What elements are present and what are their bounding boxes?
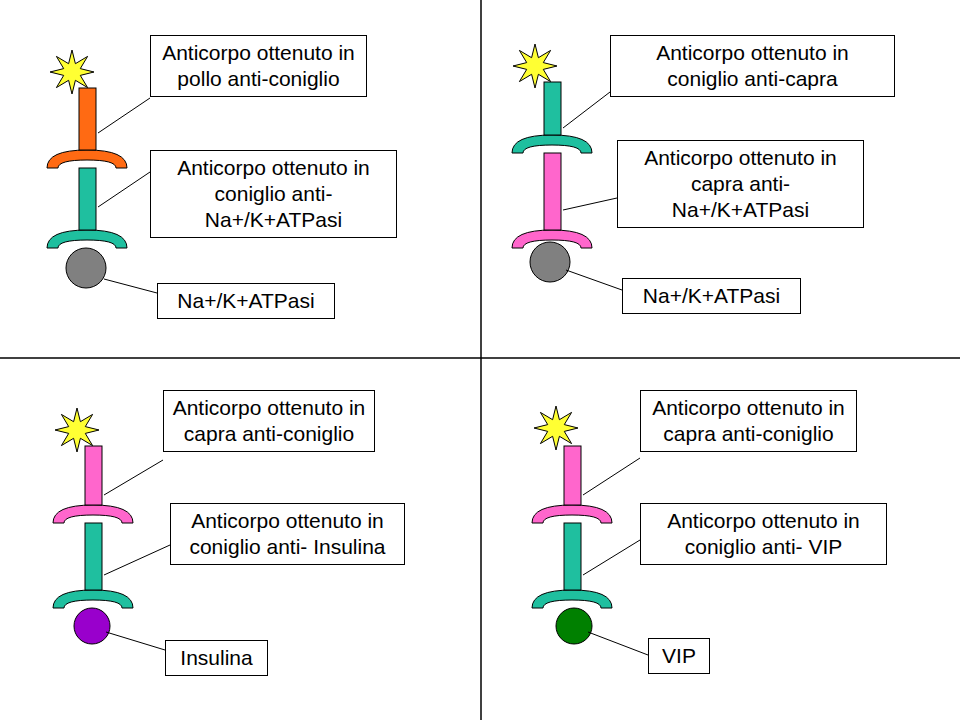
label-box: Anticorpo ottenuto in pollo anti-conigli… <box>150 35 367 97</box>
leader-line <box>566 270 622 290</box>
leader-line <box>563 92 610 128</box>
label-box: Anticorpo ottenuto in coniglio anti- Na+… <box>150 150 397 238</box>
box-text: Anticorpo ottenuto in capra anti-conigli… <box>649 395 848 447</box>
box-text: Anticorpo ottenuto in coniglio anti- Na+… <box>159 155 388 233</box>
antibody-cup <box>53 505 133 523</box>
box-text: Anticorpo ottenuto in capra anti-conigli… <box>172 395 366 447</box>
antibody-stem <box>544 153 561 230</box>
box-text: Anticorpo ottenuto in capra anti- Na+/K+… <box>626 145 855 223</box>
label-box: Anticorpo ottenuto in coniglio anti- VIP <box>640 503 887 565</box>
antibody-cup <box>53 590 133 608</box>
antibody-stem <box>79 168 96 230</box>
box-text: Na+/K+ATPasi <box>166 288 326 314</box>
label-box: Insulina <box>165 640 268 676</box>
leader-line <box>563 198 617 210</box>
label-box: Na+/K+ATPasi <box>622 278 801 314</box>
antibody-cup <box>47 150 127 168</box>
box-text: Na+/K+ATPasi <box>631 283 792 309</box>
antigen-circle <box>74 608 110 644</box>
leader-line <box>98 98 150 133</box>
antibody-stem <box>85 446 102 505</box>
antibody-stem <box>544 82 561 135</box>
antibody-cup <box>532 505 612 523</box>
antibody-stem <box>564 523 581 590</box>
box-text: Anticorpo ottenuto in coniglio anti-capr… <box>619 40 886 92</box>
leader-line <box>588 632 648 655</box>
box-text: Insulina <box>174 645 259 671</box>
divider-line <box>480 0 482 720</box>
box-text: VIP <box>657 643 701 669</box>
leader-line <box>583 540 640 575</box>
label-box: Anticorpo ottenuto in coniglio anti- Ins… <box>170 503 405 565</box>
antibody-stem <box>564 446 581 505</box>
antibody-cup <box>47 230 127 248</box>
label-box: Na+/K+ATPasi <box>157 283 335 319</box>
antibody-cup <box>512 135 592 153</box>
leader-line <box>106 632 165 650</box>
antigen-circle <box>556 608 592 644</box>
leader-line <box>583 458 640 495</box>
box-text: Anticorpo ottenuto in coniglio anti- Ins… <box>179 508 396 560</box>
fluorophore-star <box>534 406 578 450</box>
antibody-stem <box>85 523 102 590</box>
fluorophore-star <box>513 44 557 88</box>
label-box: Anticorpo ottenuto in coniglio anti-capr… <box>610 35 895 97</box>
divider-line <box>0 357 960 359</box>
antibody-cup <box>512 230 592 248</box>
antigen-circle <box>66 248 106 288</box>
leader-line <box>104 279 157 293</box>
label-box: VIP <box>648 638 710 674</box>
box-text: Anticorpo ottenuto in coniglio anti- VIP <box>649 508 878 560</box>
leader-line <box>104 545 170 575</box>
label-box: Anticorpo ottenuto in capra anti- Na+/K+… <box>617 140 864 228</box>
label-box: Anticorpo ottenuto in capra anti-conigli… <box>163 390 375 452</box>
leader-line <box>98 172 150 207</box>
fluorophore-star <box>55 408 99 452</box>
antibody-stem <box>79 88 96 150</box>
antibody-cup <box>532 590 612 608</box>
box-text: Anticorpo ottenuto in pollo anti-conigli… <box>159 40 358 92</box>
fluorophore-star <box>50 50 94 94</box>
antigen-circle <box>530 242 570 282</box>
label-box: Anticorpo ottenuto in capra anti-conigli… <box>640 390 857 452</box>
leader-line <box>104 460 163 495</box>
